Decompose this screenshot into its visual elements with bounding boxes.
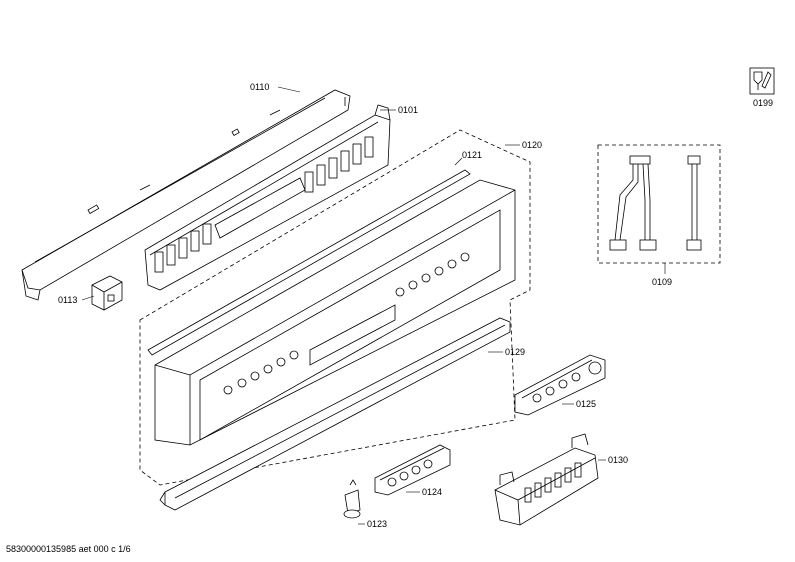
label-0120: 0120 bbox=[522, 140, 542, 150]
part-0125-button-carrier[interactable] bbox=[514, 354, 606, 416]
leader-0113 bbox=[81, 295, 95, 301]
part-0130-housing[interactable] bbox=[494, 433, 599, 526]
part-0121-trim-strip[interactable] bbox=[147, 169, 471, 356]
label-0124: 0124 bbox=[422, 487, 442, 497]
module-connectors-right bbox=[304, 136, 374, 193]
label-0101: 0101 bbox=[398, 105, 418, 115]
part-0101-control-module[interactable] bbox=[144, 104, 391, 291]
label-0113: 0113 bbox=[58, 295, 77, 305]
label-0129: 0129 bbox=[505, 347, 525, 357]
part-0124-button-carrier[interactable] bbox=[374, 444, 451, 496]
part-0113-clip[interactable] bbox=[91, 275, 123, 311]
panel-buttons-left bbox=[223, 350, 299, 395]
part-0123-knob[interactable] bbox=[343, 479, 361, 519]
label-0130: 0130 bbox=[608, 455, 628, 465]
wrench-screwdriver-icon[interactable] bbox=[749, 67, 775, 95]
leader-0121 bbox=[454, 157, 463, 166]
housing-slots bbox=[524, 462, 582, 503]
part-0109-cable-harness[interactable] bbox=[597, 144, 721, 264]
label-0123: 0123 bbox=[367, 519, 387, 529]
part-0110-bracket[interactable] bbox=[21, 89, 351, 301]
label-0121: 0121 bbox=[462, 150, 482, 160]
label-0110: 0110 bbox=[250, 82, 269, 92]
label-0199: 0199 bbox=[753, 98, 773, 108]
label-0125: 0125 bbox=[576, 399, 596, 409]
label-0109: 0109 bbox=[652, 277, 672, 287]
part-0129-cover-strip[interactable] bbox=[159, 317, 511, 511]
leader-0110 bbox=[277, 86, 301, 93]
panel-buttons-right bbox=[395, 252, 470, 297]
document-code: 58300000135985 aet 000 c 1/6 bbox=[6, 544, 131, 554]
control-panel-body[interactable] bbox=[154, 179, 516, 446]
module-connectors-left bbox=[154, 223, 212, 273]
